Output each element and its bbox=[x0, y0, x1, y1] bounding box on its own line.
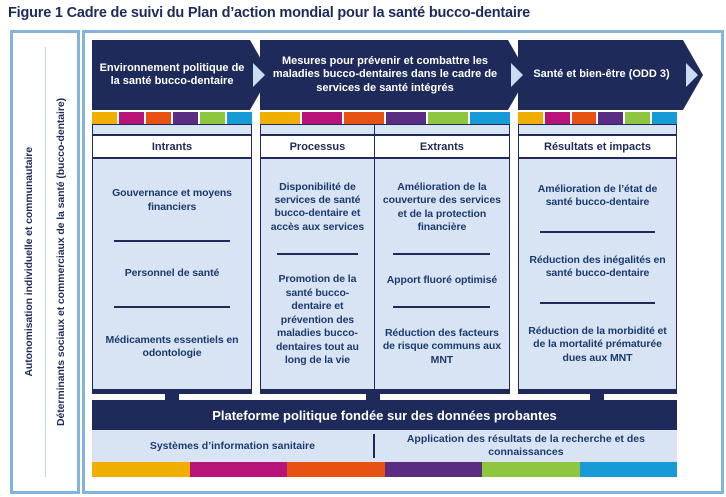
connector-leg bbox=[590, 393, 604, 402]
stripe-segment bbox=[571, 112, 597, 124]
stripe-segment bbox=[200, 112, 225, 124]
column-label-row: Processus bbox=[261, 134, 374, 159]
header-arrow-environnement: Environnement politique de la santé bucc… bbox=[92, 40, 270, 110]
column-label: Intrants bbox=[151, 140, 193, 153]
column-content: Amélioration de la couverture des servic… bbox=[375, 159, 509, 389]
cell-divider bbox=[540, 301, 655, 304]
cell-divider bbox=[114, 239, 230, 242]
color-stripe-bottom bbox=[92, 462, 677, 477]
stripe-segment bbox=[384, 462, 482, 477]
color-stripe bbox=[518, 112, 677, 124]
subcolumn-extrants: Extrants Amélioration de la couverture d… bbox=[373, 125, 509, 389]
stripe-segment bbox=[146, 112, 171, 124]
stripe-segment bbox=[302, 112, 342, 124]
cell-reduction-facteurs: Réduction des facteurs de risque communs… bbox=[382, 326, 501, 366]
cell-divider bbox=[114, 306, 230, 309]
subcolumn-processus: Processus Disponibilité de services de s… bbox=[261, 125, 374, 389]
cell-medicaments: Médicaments essentiels en odontologie bbox=[105, 333, 239, 360]
stripe-segment bbox=[579, 462, 677, 477]
column-label: Extrants bbox=[419, 140, 464, 153]
stripe-segment bbox=[428, 112, 468, 124]
header-label: Santé et bien-être (ODD 3) bbox=[533, 68, 670, 81]
header-arrow-sante-bien-etre: Santé et bien-être (ODD 3) bbox=[518, 40, 703, 110]
header-label: Environnement politique de la santé bucc… bbox=[99, 61, 245, 87]
column-resultats-impacts: Résultats et impacts Amélioration de l’é… bbox=[518, 124, 677, 394]
column-label-row: Résultats et impacts bbox=[519, 134, 676, 159]
connector-leg bbox=[165, 393, 179, 402]
cell-divider bbox=[393, 306, 491, 309]
arrow-right-icon bbox=[686, 63, 698, 87]
stripe-segment bbox=[386, 112, 426, 124]
side-column-autonomisation: Autonomisation individuelle et communaut… bbox=[13, 33, 45, 491]
cell-amelioration-etat: Amélioration de l’état de santé bucco-de… bbox=[537, 182, 658, 209]
platform-info-row: Systèmes d’information sanitaire Applica… bbox=[92, 430, 677, 462]
stripe-segment bbox=[92, 462, 190, 477]
connector-leg bbox=[366, 393, 380, 402]
cell-reduction-morbidite: Réduction de la morbidité et de la morta… bbox=[528, 324, 667, 364]
cell-apport-fluore: Apport fluoré optimisé bbox=[386, 274, 498, 286]
figure-title: Figure 1 Cadre de suivi du Plan d’action… bbox=[8, 5, 531, 21]
stripe-segment bbox=[227, 112, 252, 124]
column-content: Amélioration de l’état de santé bucco-de… bbox=[519, 159, 676, 389]
stripe-segment bbox=[173, 112, 198, 124]
stripe-segment bbox=[119, 112, 144, 124]
column-content: Gouvernance et moyens financiers Personn… bbox=[93, 159, 251, 389]
diagram-panel: Santé et bien-être (ODD 3) Mesures pour … bbox=[82, 30, 724, 494]
header-arrow-mesures: Mesures pour prévenir et combattre les m… bbox=[260, 40, 528, 110]
column-label-row: Intrants bbox=[93, 134, 251, 159]
cell-divider bbox=[393, 253, 491, 256]
column-intrants: Intrants Gouvernance et moyens financier… bbox=[92, 124, 252, 394]
stripe-segment bbox=[189, 462, 287, 477]
platform-title: Plateforme politique fondée sur des donn… bbox=[212, 407, 557, 423]
platform-bar: Plateforme politique fondée sur des donn… bbox=[92, 400, 677, 430]
side-label-autonomisation: Autonomisation individuelle et communaut… bbox=[23, 147, 35, 377]
cell-promotion: Promotion de la santé bucco-dentaire et … bbox=[275, 273, 359, 367]
stripe-segment bbox=[287, 462, 385, 477]
arrow-right-icon bbox=[253, 63, 265, 87]
side-panel-divider bbox=[45, 47, 46, 477]
column-label-row: Extrants bbox=[374, 134, 509, 159]
cell-reduction-inegalites: Réduction des inégalités en santé bucco-… bbox=[529, 253, 666, 280]
stripe-segment bbox=[598, 112, 624, 124]
stripe-segment bbox=[260, 112, 300, 124]
side-panel: Autonomisation individuelle et communaut… bbox=[10, 30, 80, 494]
stripe-segment bbox=[652, 112, 677, 124]
stripe-segment bbox=[482, 462, 580, 477]
stripe-segment bbox=[470, 112, 510, 124]
stripe-segment bbox=[518, 112, 543, 124]
header-label: Mesures pour prévenir et combattre les m… bbox=[272, 54, 498, 94]
color-stripe bbox=[260, 112, 510, 124]
info-cell-application: Application des résultats de la recherch… bbox=[406, 433, 645, 458]
cell-divider bbox=[540, 230, 655, 233]
cell-amelioration-couverture: Amélioration de la couverture des servic… bbox=[382, 180, 501, 234]
info-row-divider bbox=[372, 434, 375, 458]
column-label: Résultats et impacts bbox=[544, 140, 651, 153]
side-column-determinants: Déterminants sociaux et commerciaux de l… bbox=[45, 33, 77, 491]
arrow-right-icon bbox=[511, 63, 523, 87]
stripe-segment bbox=[92, 112, 117, 124]
column-label: Processus bbox=[289, 140, 346, 153]
stripe-segment bbox=[625, 112, 651, 124]
cell-personnel: Personnel de santé bbox=[124, 267, 220, 280]
stripe-segment bbox=[344, 112, 384, 124]
cell-divider bbox=[277, 252, 358, 255]
side-label-determinants: Déterminants sociaux et commerciaux de l… bbox=[55, 98, 67, 426]
color-stripe bbox=[92, 112, 252, 124]
column-content: Disponibilité de services de santé bucco… bbox=[261, 159, 374, 389]
cell-disponibilite: Disponibilité de services de santé bucco… bbox=[270, 180, 365, 233]
cell-gouvernance: Gouvernance et moyens financiers bbox=[112, 187, 232, 213]
info-cell-systemes: Systèmes d’information sanitaire bbox=[149, 439, 315, 452]
stripe-segment bbox=[544, 112, 570, 124]
column-processus-extrants: Processus Disponibilité de services de s… bbox=[260, 124, 510, 394]
